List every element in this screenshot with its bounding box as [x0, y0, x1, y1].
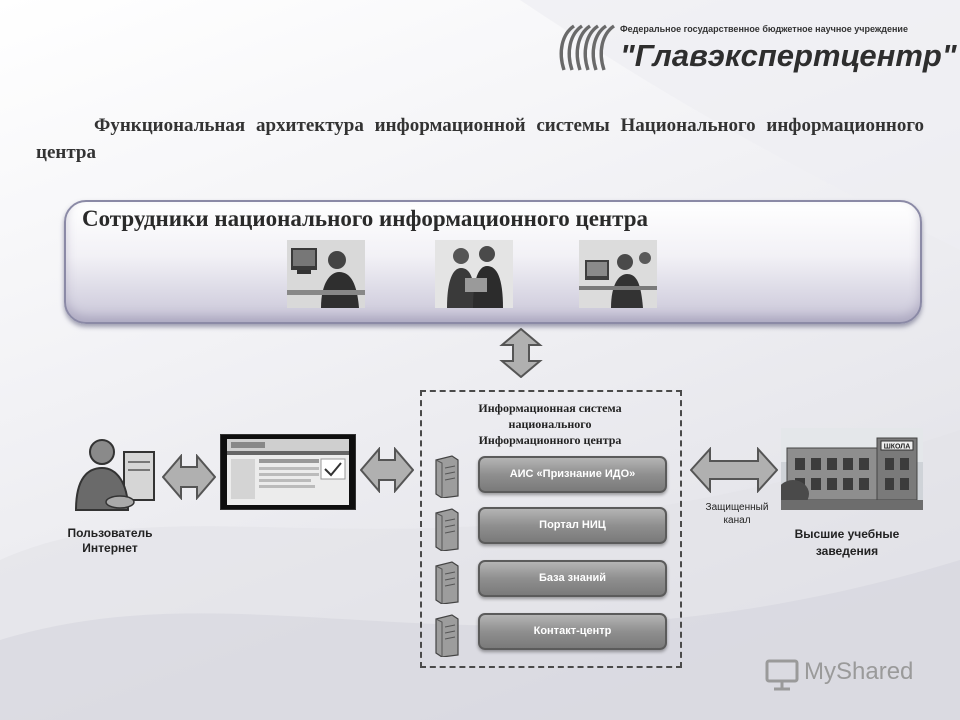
internet-user-label-line2: Интернет — [60, 541, 160, 556]
double-arrow-site-icon — [360, 447, 414, 493]
school-sign-text: ШКОЛА — [884, 444, 911, 451]
logo-subtitle: Федеральное государственное бюджетное на… — [620, 24, 908, 34]
information-system-title-line1: Информационная система — [436, 400, 664, 416]
logo-stripes-icon — [556, 20, 618, 76]
watermark-text: MyShared — [804, 658, 913, 686]
information-system-title: Информационная система национального Инф… — [436, 400, 664, 448]
staff-panel-title: Сотрудники национального информационного… — [82, 206, 648, 232]
component-contact-center[interactable]: Контакт-центр — [478, 613, 667, 650]
internet-user-label: Пользователь Интернет — [60, 526, 160, 556]
internet-user-label-line1: Пользователь — [60, 526, 160, 541]
presentation-screen-icon — [764, 658, 800, 692]
component-knowledge-base[interactable]: База знаний — [478, 560, 667, 597]
secure-channel-label: Защищенный канал — [692, 501, 782, 527]
staff-panel: Сотрудники национального информационного… — [64, 200, 922, 324]
staff-photo-workplace — [579, 240, 657, 308]
internet-user-icon — [72, 432, 158, 518]
component-ais-recognition[interactable]: АИС «Признание ИДО» — [478, 456, 667, 493]
myshared-watermark: MyShared — [764, 654, 934, 698]
universities-label-line1: Высшие учебные — [774, 526, 920, 543]
universities-label: Высшие учебные заведения — [774, 526, 920, 560]
server-icon — [432, 454, 460, 498]
secure-channel-label-line1: Защищенный — [692, 501, 782, 514]
organization-logo: Федеральное государственное бюджетное на… — [556, 20, 936, 80]
double-arrow-vertical-icon — [499, 328, 543, 378]
server-icon — [432, 507, 460, 551]
component-portal[interactable]: Портал НИЦ — [478, 507, 667, 544]
page-title: Функциональная архитектура информационно… — [36, 112, 924, 166]
staff-photo-team — [435, 240, 513, 308]
information-system-title-line2: национального — [436, 416, 664, 432]
universities-label-line2: заведения — [774, 543, 920, 560]
university-building-image: ШКОЛА — [781, 428, 923, 510]
staff-photo-operator — [287, 240, 365, 308]
server-icon — [432, 560, 460, 604]
information-system-title-line3: Информационного центра — [436, 432, 664, 448]
double-arrow-user-icon — [162, 454, 216, 500]
logo-name: "Главэкспертцентр" — [620, 38, 957, 74]
server-icon — [432, 613, 460, 657]
website-screenshot — [220, 434, 356, 510]
secure-channel-label-line2: канал — [692, 514, 782, 527]
double-arrow-secure-channel-icon — [690, 447, 778, 493]
